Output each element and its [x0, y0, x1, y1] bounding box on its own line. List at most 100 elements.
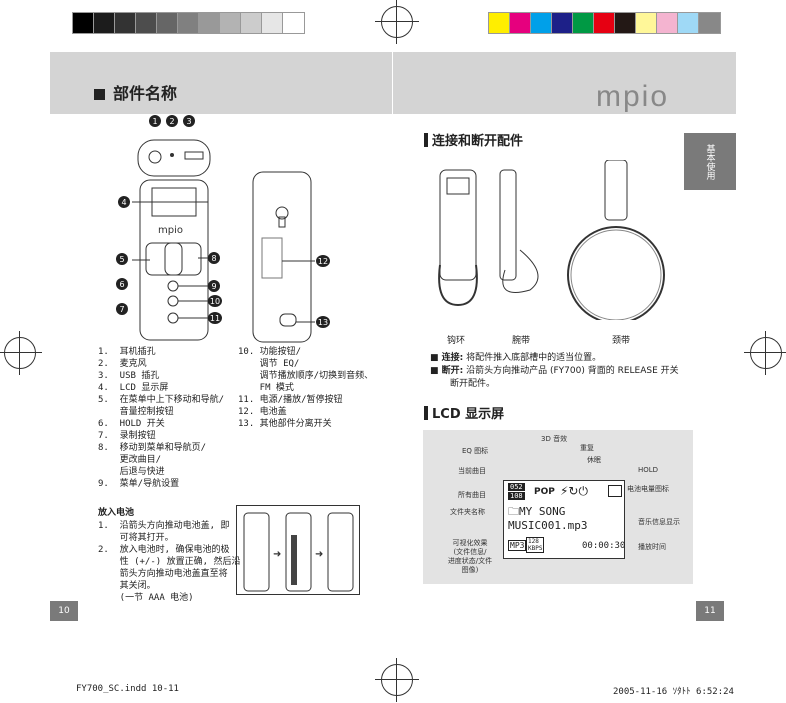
bitrate-unit: KBPS — [528, 545, 543, 552]
list-item: 后退与快进 — [98, 467, 165, 477]
bullet-key: 断开: — [430, 366, 463, 376]
color-swatch — [530, 12, 553, 34]
list-item: 调节 EQ/ — [238, 359, 300, 369]
bitrate-value: 128 — [528, 538, 539, 545]
color-swatch — [72, 12, 95, 34]
color-swatch — [261, 12, 284, 34]
list-item: 5. 在菜单中上下移动和导航/ — [98, 395, 225, 405]
callout-music-info: 音乐信息显示 — [638, 518, 680, 526]
registration-mark-icon — [375, 658, 419, 702]
connect-bullets: 连接: 将配件推入底部槽中的适当位置。 断开: 沿箭头方向推动产品 (FY700… — [430, 352, 690, 391]
list-item: 1. 沿箭头方向推动电池盖, 即 — [98, 521, 230, 531]
list-item: 8. 移动到菜单和导航页/ — [98, 443, 207, 453]
list-item: 性 (+/-) 放置正确, 然后沿 — [98, 557, 241, 567]
color-swatch — [572, 12, 595, 34]
battery-heading: 放入电池 — [98, 508, 135, 518]
connect-heading: 连接和断开配件 — [424, 130, 523, 149]
color-swatch — [114, 12, 137, 34]
label-hook: 钩环 — [447, 336, 466, 346]
svg-text:➜: ➜ — [315, 549, 323, 560]
color-swatch — [593, 12, 616, 34]
callout-number-13: 13 — [316, 316, 330, 328]
callout-play-time: 播放时间 — [638, 543, 666, 551]
callout-number-5: 5 — [116, 253, 128, 265]
svg-text:➜: ➜ — [273, 549, 281, 560]
list-item: 11. 电源/播放/暂停按钮 — [238, 395, 343, 405]
callout-3d-sound: 3D 音效 — [541, 435, 568, 443]
list-item: 2. 麦克风 — [98, 359, 147, 369]
list-item: 音量控制按钮 — [98, 407, 174, 417]
lcd-heading: LCD 显示屏 — [424, 403, 504, 422]
bullet-key: 连接: — [430, 353, 463, 363]
battery-illustration: ➜ ➜ — [236, 505, 360, 595]
folder-text: MY SONG — [519, 505, 566, 518]
side-tab: 基本使用 — [684, 133, 736, 190]
callout-eq-icon: EQ 图标 — [462, 447, 489, 455]
callout-number-9: 9 — [208, 280, 220, 292]
color-swatch — [509, 12, 532, 34]
total-tracks: 108 — [508, 492, 525, 500]
list-item: 3. USB 插孔 — [98, 371, 160, 381]
color-swatch — [156, 12, 179, 34]
play-time: 00:00:30 — [582, 541, 626, 551]
brand-logo: mpio — [596, 80, 670, 113]
callout-number-1: 1 — [149, 115, 161, 127]
callout-visual-effect: 可视化效果 (文件信息/ 进度状态/文件 图像) — [447, 539, 493, 574]
color-swatch — [698, 12, 721, 34]
callout-number-3: 3 — [183, 115, 195, 127]
callout-total-tracks: 所有曲目 — [458, 491, 486, 499]
list-item: 7. 录制按钮 — [98, 431, 156, 441]
color-swatch — [93, 12, 116, 34]
lcd-screen: 052 108 POP ⚡↻⏻ 🗀MY SONG MUSIC001.mp3 MP… — [503, 480, 625, 559]
list-item: 4. LCD 显示屏 — [98, 383, 169, 393]
list-item: 13. 其他部件分离开关 — [238, 419, 332, 429]
folder-name: 🗀MY SONG — [508, 503, 565, 522]
callout-number-4: 4 — [118, 196, 130, 208]
callout-number-8: 8 — [208, 252, 220, 264]
bullet-text: 沿箭头方向推动产品 (FY700) 背面的 RELEASE 开关 — [466, 366, 679, 376]
device-parts-illustration: mpio — [132, 139, 315, 343]
current-track: 052 — [508, 483, 525, 491]
callout-number-12: 12 — [316, 255, 330, 267]
list-item: 更改曲目/ — [98, 455, 162, 465]
accessory-illustration — [438, 160, 665, 320]
battery-icon — [608, 485, 622, 497]
page-title: 部件名称 — [94, 80, 177, 104]
label-wrist-strap: 腕带 — [512, 336, 531, 346]
list-item: 其关闭。 — [98, 581, 156, 591]
lcd-status-icons: ⚡↻⏻ — [560, 484, 588, 498]
bullet-text: 断开配件。 — [450, 379, 496, 389]
registration-mark-icon — [375, 0, 419, 44]
list-item: FM 模式 — [238, 383, 294, 393]
format-badge: MP3 — [508, 540, 527, 551]
callout-number-10: 10 — [208, 295, 222, 307]
color-swatch — [656, 12, 679, 34]
page-gutter — [392, 52, 393, 114]
page-number-right: 11 — [696, 601, 724, 621]
callout-hold: HOLD — [638, 466, 659, 474]
list-item: 9. 菜单/导航设置 — [98, 479, 180, 489]
list-item: 可将其打开。 — [98, 533, 174, 543]
callout-repeat: 重复 — [580, 444, 594, 452]
page-number-left: 10 — [50, 601, 78, 621]
parts-list: 1. 耳机插孔 2. 麦克风 3. USB 插孔 4. LCD 显示屏 5. 在菜单中上… — [98, 346, 238, 490]
footer-file-info: FY700_SC.indd 10-11 — [76, 684, 179, 694]
color-swatch — [677, 12, 700, 34]
callout-folder-name: 文件夹名称 — [450, 508, 485, 516]
label-neck-strap: 颈带 — [612, 336, 631, 346]
list-item: (一节 AAA 电池) — [98, 593, 194, 603]
color-swatch — [219, 12, 242, 34]
svg-text:mpio: mpio — [158, 225, 183, 236]
color-swatch — [177, 12, 200, 34]
eq-mode: POP — [534, 487, 555, 497]
color-swatch — [240, 12, 263, 34]
callout-number-11: 11 — [208, 312, 222, 324]
color-swatch — [614, 12, 637, 34]
list-item: 1. 耳机插孔 — [98, 347, 156, 357]
color-swatch — [635, 12, 658, 34]
list-item: 2. 放入电池时, 确保电池的极 — [98, 545, 230, 555]
callout-sleep: 休眠 — [587, 456, 601, 464]
color-swatch — [135, 12, 158, 34]
